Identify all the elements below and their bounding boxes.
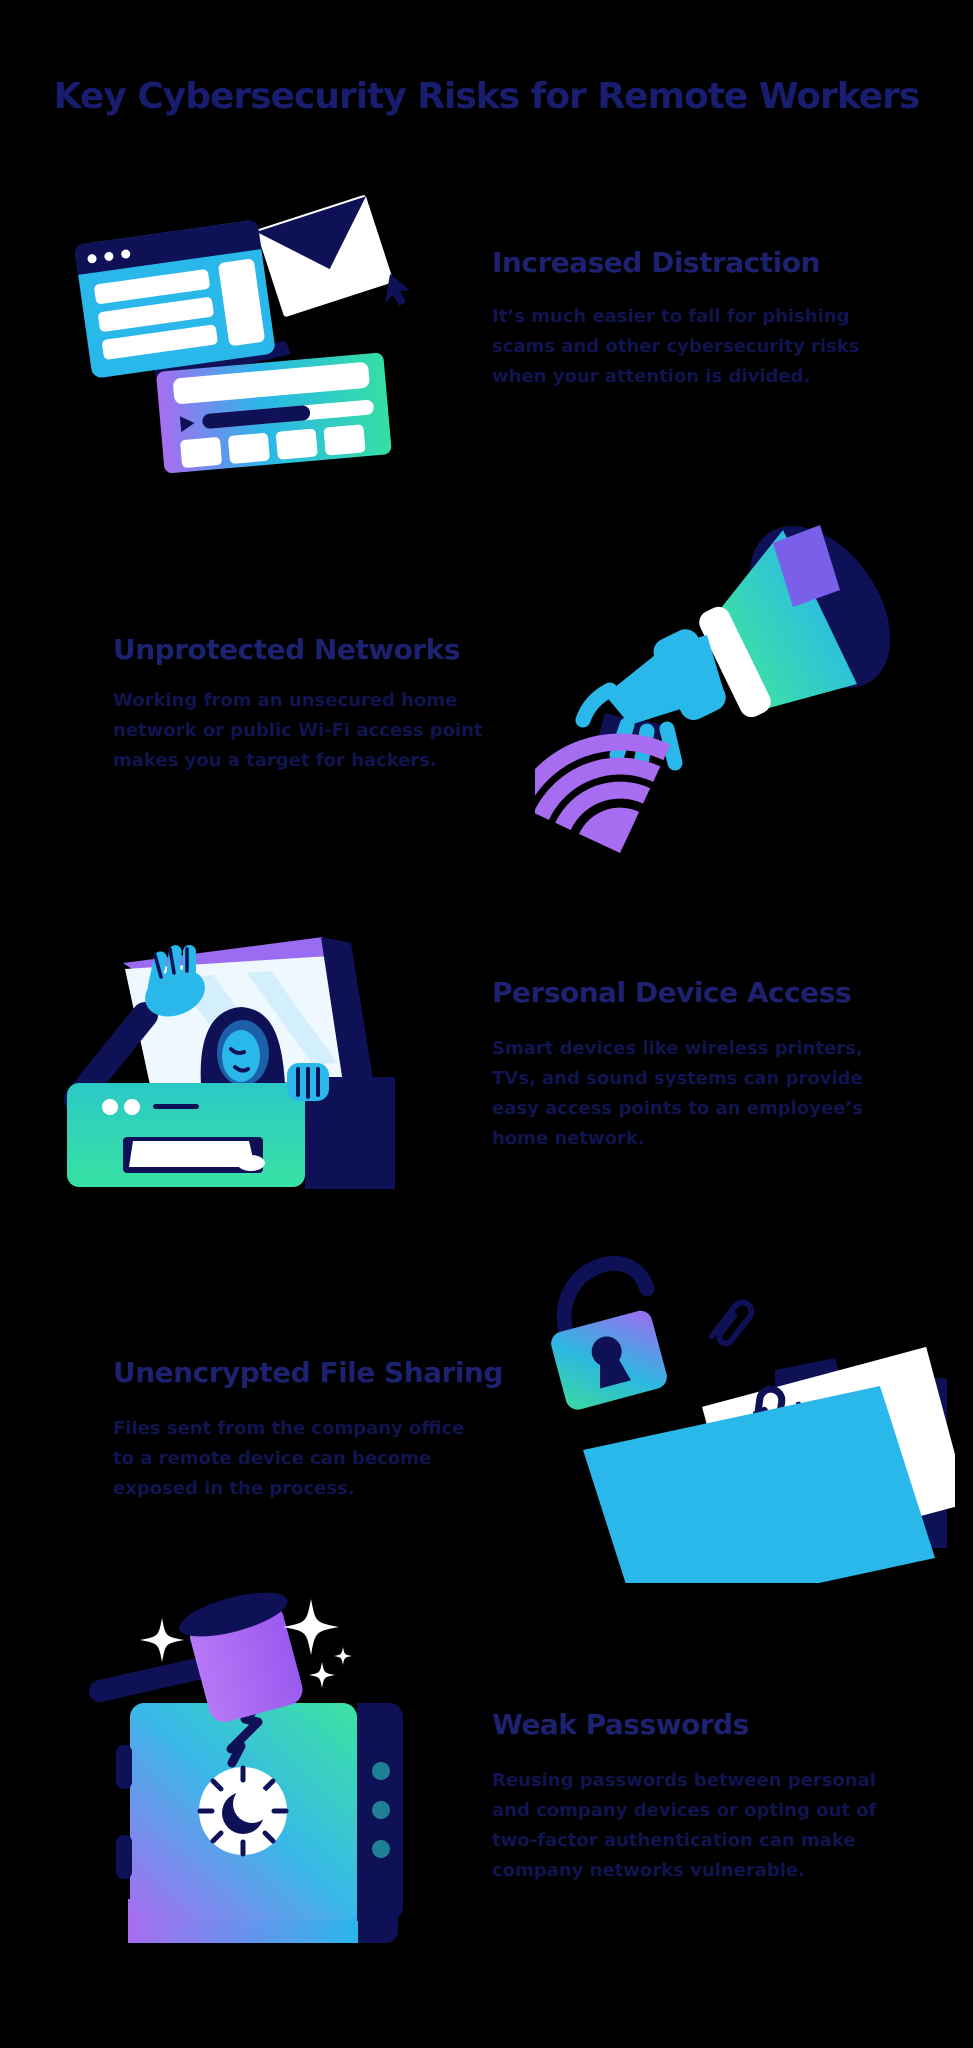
section-body-weak-passwords: Reusing passwords between personal and c…	[492, 1770, 877, 1881]
paperclip-small-icon	[708, 1299, 755, 1347]
wifi-icon	[535, 733, 671, 853]
media-player-window	[153, 340, 392, 474]
section-body-increased-distraction: It’s much easier to fall for phishing sc…	[492, 306, 860, 387]
dial-icon	[197, 1765, 289, 1857]
hacker-figure	[200, 1007, 285, 1086]
section-heading-increased-distraction: Increased Distraction	[492, 246, 820, 279]
folder-padlock-illustration	[551, 1255, 955, 1583]
folder-front	[583, 1386, 935, 1583]
megaphone-icon	[653, 525, 891, 720]
envelope-icon	[256, 195, 393, 317]
progress-bar	[202, 405, 311, 429]
gavel-icon	[89, 1592, 303, 1722]
printer-icon	[67, 1083, 305, 1187]
section-body-unencrypted-file-sharing: Files sent from the company office to a …	[113, 1418, 465, 1499]
play-icon	[179, 416, 195, 433]
page-title: Key Cybersecurity Risks for Remote Worke…	[53, 76, 921, 117]
browser-window	[75, 220, 275, 378]
safe-gavel-illustration	[89, 1592, 403, 1943]
section-heading-unencrypted-file-sharing: Unencrypted File Sharing	[113, 1356, 503, 1389]
right-hand	[287, 1063, 329, 1101]
section-heading-unprotected-networks: Unprotected Networks	[113, 633, 460, 666]
cursor-icon	[385, 274, 410, 306]
section-body-unprotected-networks: Working from an unsecured home network o…	[113, 690, 483, 771]
padlock-icon	[551, 1255, 667, 1410]
section-heading-personal-device-access: Personal Device Access	[492, 976, 852, 1009]
safe-icon	[116, 1691, 403, 1943]
browser-email-illustration	[75, 195, 410, 474]
megaphone-wifi-illustration	[535, 525, 891, 853]
hacker-printer-illustration	[64, 937, 395, 1189]
sparkle-icons	[140, 1599, 352, 1688]
section-body-personal-device-access: Smart devices like wireless printers, TV…	[492, 1038, 863, 1149]
section-heading-weak-passwords: Weak Passwords	[492, 1708, 749, 1741]
